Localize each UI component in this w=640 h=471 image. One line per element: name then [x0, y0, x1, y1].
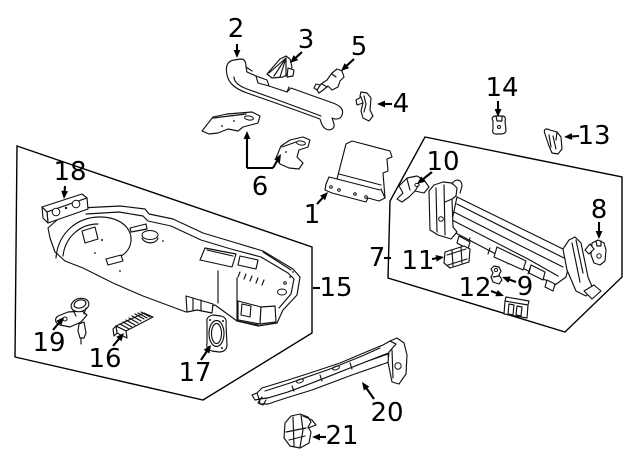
callout-label-15: 15 [319, 273, 352, 303]
part-8-shape [584, 239, 607, 266]
group-outline-7 [387, 136, 623, 333]
callout-2-arrowhead [233, 50, 241, 58]
part-2-shape [225, 58, 344, 131]
callout-17-leader-line [200, 349, 209, 361]
part-16-shape [112, 311, 154, 339]
part-7-rear-panel [428, 179, 602, 300]
callout-11-arrowhead [435, 254, 444, 262]
part-20-shape [251, 337, 408, 406]
part-15-floor-pan [47, 205, 301, 327]
callout-label-5: 5 [351, 32, 368, 62]
callout-7: 7 [369, 243, 391, 273]
callout-8-arrowhead [595, 231, 603, 239]
part-12-shape [503, 296, 530, 319]
callout-4: 4 [377, 89, 409, 119]
callout-2: 2 [228, 14, 245, 58]
callout-label-6: 6 [252, 172, 269, 202]
callout-17-arrowhead [203, 345, 211, 354]
part-5-shape [313, 68, 345, 94]
callout-6-arrowhead [274, 154, 281, 163]
callout-label-16: 16 [88, 344, 121, 374]
callout-label-19: 19 [32, 328, 65, 358]
callout-14: 14 [485, 73, 519, 117]
callout-6-arrowhead [243, 131, 251, 139]
callout-20-arrowhead [362, 382, 370, 391]
callout-label-8: 8 [591, 195, 608, 225]
callout-21-arrowhead [312, 433, 320, 441]
part-9-shape [490, 265, 503, 285]
callout-5: 5 [341, 32, 367, 71]
part-11-shape [443, 245, 471, 269]
callout-6: 6 [243, 131, 281, 202]
callout-21: 21 [312, 421, 359, 451]
callout-label-9: 9 [517, 272, 534, 302]
callout-label-11: 11 [401, 246, 434, 276]
callout-label-2: 2 [228, 14, 245, 44]
part-1-shape [324, 140, 393, 203]
callout-16: 16 [88, 333, 124, 374]
callout-19-arrowhead [56, 317, 64, 326]
part-17-shape [206, 314, 228, 353]
callout-label-17: 17 [178, 358, 211, 388]
part-14-shape [491, 115, 507, 135]
callout-18: 18 [53, 157, 87, 199]
callout-label-18: 18 [53, 157, 86, 187]
callout-label-20: 20 [370, 398, 403, 428]
callout-label-1: 1 [304, 200, 321, 230]
callout-10-leader-line [421, 171, 433, 182]
callout-10: 10 [417, 147, 460, 184]
callout-12-arrowhead [495, 289, 504, 297]
callout-label-12: 12 [458, 273, 491, 303]
callout-15: 15 [313, 273, 353, 303]
group-outline-15 [14, 145, 313, 401]
part-4-shape [355, 91, 374, 122]
callout-9-arrowhead [502, 276, 511, 283]
callout-13: 13 [564, 121, 611, 151]
callout-9: 9 [502, 272, 533, 302]
callout-10-arrowhead [417, 176, 426, 184]
callout-19: 19 [32, 317, 66, 358]
callout-18-arrowhead [61, 190, 69, 199]
part-3-shape [266, 55, 295, 79]
callout-label-3: 3 [298, 25, 315, 55]
callout-label-13: 13 [577, 121, 610, 151]
callout-label-7: 7 [369, 243, 386, 273]
callout-3-arrowhead [290, 55, 299, 63]
part-13-shape [543, 128, 563, 155]
callout-3: 3 [290, 25, 314, 63]
callout-20: 20 [362, 382, 404, 428]
callout-1-arrowhead [320, 192, 328, 201]
part-21-shape [283, 413, 317, 449]
part-18-shape [41, 193, 89, 224]
callout-label-21: 21 [325, 421, 358, 451]
part-19-shape [54, 297, 90, 345]
callout-label-4: 4 [393, 89, 410, 119]
callout-4-arrowhead [377, 100, 385, 108]
callout-20-leader-line [364, 386, 375, 400]
callout-5-arrowhead [341, 63, 350, 71]
callout-1: 1 [304, 192, 328, 230]
callout-17: 17 [178, 345, 212, 388]
callout-11: 11 [401, 246, 444, 276]
callout-13-arrowhead [564, 133, 573, 140]
callout-12: 12 [458, 273, 504, 303]
callout-8: 8 [591, 195, 608, 239]
callout-label-14: 14 [485, 73, 518, 103]
callout-14-arrowhead [494, 109, 502, 117]
part-6-shape [201, 111, 311, 170]
callout-label-10: 10 [426, 147, 459, 177]
callout-16-arrowhead [116, 333, 124, 342]
